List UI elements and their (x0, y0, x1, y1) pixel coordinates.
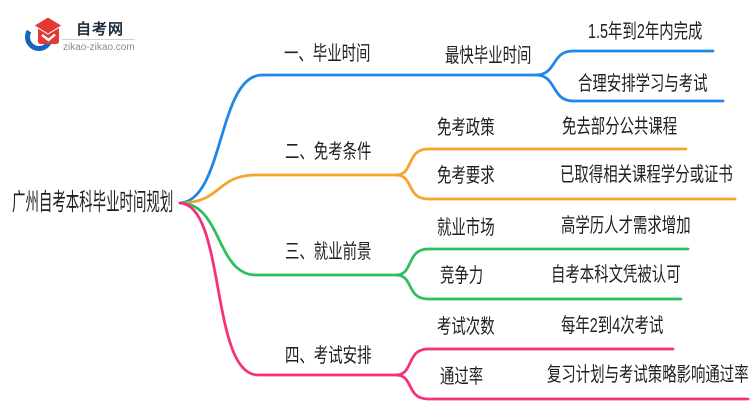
branch-3-sub-1[interactable]: 就业市场 (437, 217, 495, 239)
branch-4-label[interactable]: 四、考试安排 (285, 345, 372, 367)
branch-4-leaf-2[interactable]: 复习计划与考试策略影响通过率 (547, 364, 749, 386)
branch-3-sub-2[interactable]: 竞争力 (440, 265, 484, 287)
branch-4-sub-1[interactable]: 考试次数 (437, 316, 495, 338)
logo-domain: zikao-zikao.com (63, 42, 135, 53)
branch-4-sub-2[interactable]: 通过率 (440, 366, 484, 388)
branch-1-lines (178, 49, 725, 205)
branch-1-leaf-2[interactable]: 合理安排学习与考试 (578, 73, 708, 95)
branch-3-upper-leaf-line (394, 247, 690, 277)
branch-4-upper-leaf-line (394, 347, 675, 377)
logo-divider (62, 39, 135, 40)
branch-2-leaf-2[interactable]: 已取得相关课程学分或证书 (560, 164, 733, 186)
branch-2-label[interactable]: 二、免考条件 (285, 141, 372, 163)
branch-3-leaf-2[interactable]: 自考本科文凭被认可 (551, 264, 681, 286)
branch-2-sub-2[interactable]: 免考要求 (437, 165, 495, 187)
branch-2-sub-1[interactable]: 免考政策 (437, 117, 495, 139)
branch-2-lines (178, 147, 737, 205)
branch-4-lines (178, 201, 750, 401)
branch-2-lower-leaf-line (394, 173, 737, 201)
branch-3-lines (178, 201, 690, 301)
branch-2-upper-leaf-line (394, 147, 688, 177)
branch-1-upper-leaf-line (534, 49, 715, 77)
branch-3-trunk-line (178, 201, 398, 277)
logo-title: 自考网 (76, 21, 125, 38)
branch-3-lower-leaf-line (394, 273, 683, 301)
branch-1-trunk-line (178, 73, 538, 205)
branch-3-leaf-1[interactable]: 高学历人才需求增加 (561, 215, 691, 237)
branch-1-subnode[interactable]: 最快毕业时间 (445, 45, 532, 67)
branch-1-lower-leaf-line (534, 73, 725, 103)
branch-1-leaf-1[interactable]: 1.5年到2年内完成 (588, 21, 703, 43)
graduation-cap-icon (25, 16, 63, 51)
branch-2-leaf-1[interactable]: 免去部分公共课程 (562, 116, 678, 138)
branch-2-trunk-line (178, 173, 398, 205)
branch-1-label[interactable]: 一、毕业时间 (284, 43, 371, 65)
branch-4-lower-leaf-line (394, 373, 750, 401)
root-node[interactable]: 广州自考本科毕业时间规划 (12, 189, 174, 216)
site-logo: 自考网 zikao-zikao.com (25, 14, 155, 58)
branch-4-trunk-line (178, 201, 398, 377)
branch-3-label[interactable]: 三、就业前景 (285, 241, 372, 263)
branch-4-leaf-1[interactable]: 每年2到4次考试 (561, 315, 664, 337)
